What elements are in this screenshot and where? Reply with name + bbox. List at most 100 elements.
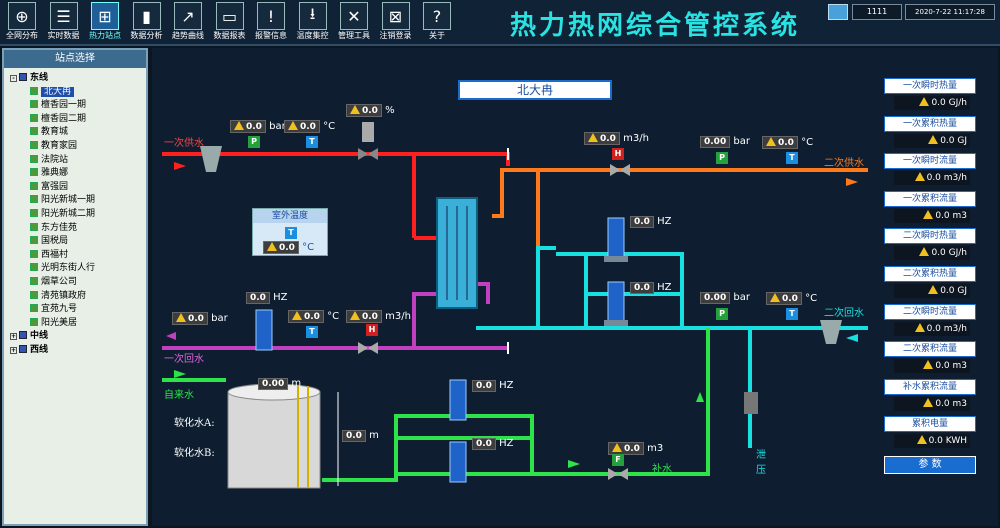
- tree-label: 教育家园: [41, 141, 78, 151]
- tree-label: 阳光美居: [41, 317, 78, 328]
- toolbar-button-3[interactable]: ▮数据分析: [127, 2, 167, 44]
- tree-station[interactable]: 光明东街人行: [30, 262, 95, 275]
- reading-pump1-hz: 0.0 HZ: [630, 216, 672, 228]
- reading-makeup-flow: 0.0 m3: [608, 442, 663, 455]
- sidebar-header: 站点选择: [4, 50, 146, 68]
- lock-icon: ⊠: [381, 2, 410, 30]
- reading-tank-level: 0.00 m: [258, 378, 301, 390]
- tree-label: 东方佳苑: [41, 222, 78, 233]
- toolbar-button-10[interactable]: ?关于: [417, 2, 457, 44]
- tree-group[interactable]: -东线: [10, 72, 48, 85]
- toolbar-button-2[interactable]: ⊞热力站点: [85, 2, 125, 44]
- valve-primary-return[interactable]: [358, 342, 378, 354]
- tree-station[interactable]: 东方佳苑: [30, 222, 77, 235]
- expand-toggle-icon[interactable]: +: [10, 347, 17, 354]
- tree-station[interactable]: 清苑镇政府: [30, 290, 86, 303]
- arrow-secondary-return: [846, 334, 858, 342]
- label-soft-water-a: 软化水A:: [174, 418, 215, 429]
- tree-station[interactable]: 教育家园: [30, 140, 77, 153]
- tree-station[interactable]: 檀香园二期: [30, 113, 86, 126]
- summary-label: 一次累积流量: [884, 190, 976, 207]
- tree-label: 西福村: [41, 249, 69, 260]
- tree-station[interactable]: 烟草公司: [30, 276, 77, 289]
- param-button[interactable]: 参 数: [884, 456, 976, 474]
- pump-circulation-1[interactable]: [604, 217, 628, 262]
- reading-outdoor-temp: 0.0 °C: [263, 241, 314, 254]
- tag-pressure-s-return: P: [716, 308, 728, 320]
- tree-station[interactable]: 北大冉: [30, 86, 75, 99]
- pump-primary-return[interactable]: [255, 309, 273, 351]
- toolbar-button-4[interactable]: ↗趋势曲线: [168, 2, 208, 44]
- tree-label: 檀香园一期: [41, 100, 87, 111]
- tag-flow-makeup: F: [612, 454, 624, 466]
- summary-value: 0.0 GJ/h: [894, 96, 970, 110]
- tree-station[interactable]: 阳光美居: [30, 317, 77, 330]
- user-icon[interactable]: [828, 4, 848, 20]
- station-icon: [30, 181, 38, 190]
- download-icon: ⭳: [298, 2, 327, 30]
- toolbar-button-1[interactable]: ☰实时数据: [44, 2, 84, 44]
- warning-icon: [919, 247, 930, 257]
- tree-station[interactable]: 宜苑九号: [30, 303, 77, 316]
- tree-station[interactable]: 富强园: [30, 181, 68, 194]
- reading-tank-height: 0.0 m: [342, 430, 379, 442]
- warning-icon: [928, 285, 939, 294]
- pipe-network: [162, 122, 868, 489]
- toolbar-button-8[interactable]: ✕管理工具: [334, 2, 374, 44]
- expand-toggle-icon[interactable]: +: [10, 333, 17, 341]
- tree-label: 宜苑九号: [41, 304, 78, 315]
- tree-station[interactable]: 教育城: [30, 126, 68, 139]
- summary-value: 0.0 m3/h: [894, 321, 970, 336]
- reading-secondary-supply-temp: 0.0 °C: [762, 136, 813, 149]
- valve-primary-supply[interactable]: [358, 122, 378, 160]
- tree-station[interactable]: 西福村: [30, 249, 68, 262]
- tag-temp-s-return: T: [786, 308, 798, 320]
- top-toolbar: ⊕全网分布☰实时数据⊞热力站点▮数据分析↗趋势曲线▭数据报表!报警信息⭳温度集控…: [0, 0, 1000, 46]
- process-diagram: 北大冉 一次供水 二次供水 一次回水 二次回水 自来水 补水 泄压 软化水A: …: [152, 48, 998, 526]
- arrow-tap-water: [174, 370, 186, 378]
- tree-station[interactable]: 檀香园一期: [30, 99, 86, 112]
- station-icon: [30, 290, 38, 299]
- tree-station[interactable]: 雅典娜: [30, 167, 68, 180]
- valve-makeup[interactable]: [608, 468, 628, 480]
- expand-toggle-icon[interactable]: -: [10, 75, 17, 82]
- station-icon: [30, 304, 38, 313]
- water-tank[interactable]: [227, 391, 321, 489]
- tree-station[interactable]: 法院站: [30, 154, 68, 167]
- reading-r1-pressure: 0.0 bar: [172, 312, 228, 325]
- toolbar-button-6[interactable]: !报警信息: [251, 2, 291, 44]
- tree-station[interactable]: 阳光新城一期: [30, 194, 95, 207]
- toolbar-label: 趋势曲线: [172, 31, 204, 40]
- filter-primary[interactable]: [200, 146, 222, 172]
- toolbar-button-7[interactable]: ⭳温度集控: [293, 2, 333, 44]
- summary-label: 一次瞬时流量: [884, 153, 976, 170]
- arrow-primary-supply: [174, 162, 186, 170]
- toolbar-button-5[interactable]: ▭数据报表: [210, 2, 250, 44]
- tree-group[interactable]: +西线: [10, 344, 48, 357]
- summary-label: 累积电量: [884, 416, 976, 433]
- summary-label: 一次瞬时热量: [884, 78, 976, 94]
- tree-label: 阳光新城二期: [41, 209, 96, 219]
- tree-group[interactable]: +中线: [10, 330, 48, 343]
- relief-valve[interactable]: [744, 392, 758, 414]
- reading-pump2-hz: 0.0 HZ: [630, 282, 672, 294]
- pump-makeup-2[interactable]: [449, 441, 467, 483]
- arrow-makeup: [568, 460, 580, 468]
- filter-secondary[interactable]: [820, 320, 842, 344]
- tree-station[interactable]: 国税局: [30, 235, 68, 248]
- tree-station[interactable]: 阳光新城二期: [30, 208, 95, 221]
- network-icon: ⊞: [91, 2, 119, 30]
- toolbar-button-0[interactable]: ⊕全网分布: [2, 2, 42, 44]
- pump-makeup-1[interactable]: [449, 379, 467, 421]
- group-icon: [19, 73, 27, 81]
- arrow-secondary-supply: [846, 178, 858, 186]
- toolbar-label: 注销登录: [379, 31, 412, 40]
- station-icon: [30, 100, 38, 109]
- pump-circulation-2[interactable]: [604, 281, 628, 326]
- toolbar-button-9[interactable]: ⊠注销登录: [376, 2, 416, 44]
- toolbar-label: 热力站点: [89, 31, 121, 40]
- valve-secondary-supply[interactable]: [610, 164, 630, 176]
- toolbar-label: 报警信息: [255, 31, 287, 40]
- summary-value: 0.0 KWH: [894, 434, 970, 449]
- toolbar-label: 全网分布: [6, 31, 38, 40]
